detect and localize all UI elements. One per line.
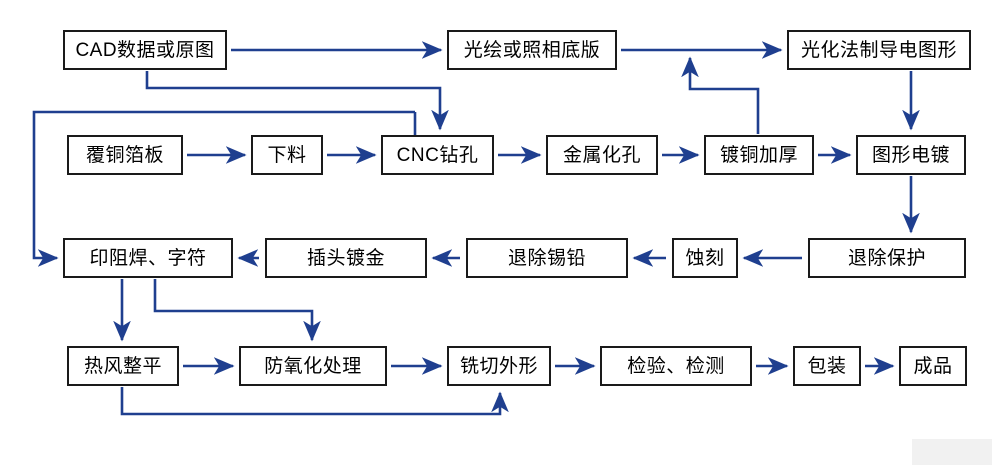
- node-photoplot[interactable]: 光绘或照相底版: [447, 30, 617, 70]
- node-hole-metallization[interactable]: 金属化孔: [546, 135, 658, 175]
- node-tin-lead-stripping[interactable]: 退除锡铅: [466, 238, 628, 278]
- node-cutting[interactable]: 下料: [251, 135, 323, 175]
- node-pattern-plating[interactable]: 图形电镀: [856, 135, 966, 175]
- edge-cad-to-cnc: [145, 71, 449, 131]
- node-inspection-testing[interactable]: 检验、检测: [600, 346, 752, 386]
- node-profile-milling[interactable]: 铣切外形: [447, 346, 551, 386]
- node-anti-oxidation[interactable]: 防氧化处理: [239, 346, 387, 386]
- node-copper-clad-laminate[interactable]: 覆铜箔板: [67, 135, 183, 175]
- edge-solder-to-antiox: [153, 279, 321, 342]
- node-finished-product[interactable]: 成品: [899, 346, 967, 386]
- node-cad[interactable]: CAD数据或原图: [63, 30, 227, 70]
- edge-hasl-to-mill: [120, 387, 509, 416]
- node-photochemical-pattern[interactable]: 光化法制导电图形: [787, 30, 971, 70]
- node-gold-finger-plating[interactable]: 插头镀金: [265, 238, 427, 278]
- node-cnc-drilling[interactable]: CNC钻孔: [381, 135, 494, 175]
- edge-loop-into-solder: [32, 110, 415, 267]
- watermark-block: [912, 439, 992, 465]
- node-hot-air-leveling[interactable]: 热风整平: [67, 346, 179, 386]
- edge-copper-to-photoline: [681, 56, 760, 134]
- node-copper-thickening[interactable]: 镀铜加厚: [704, 135, 814, 175]
- node-solder-mask-legend[interactable]: 印阻焊、字符: [63, 238, 233, 278]
- node-etching[interactable]: 蚀刻: [672, 238, 738, 278]
- node-packaging[interactable]: 包装: [793, 346, 861, 386]
- node-resist-stripping[interactable]: 退除保护: [808, 238, 966, 278]
